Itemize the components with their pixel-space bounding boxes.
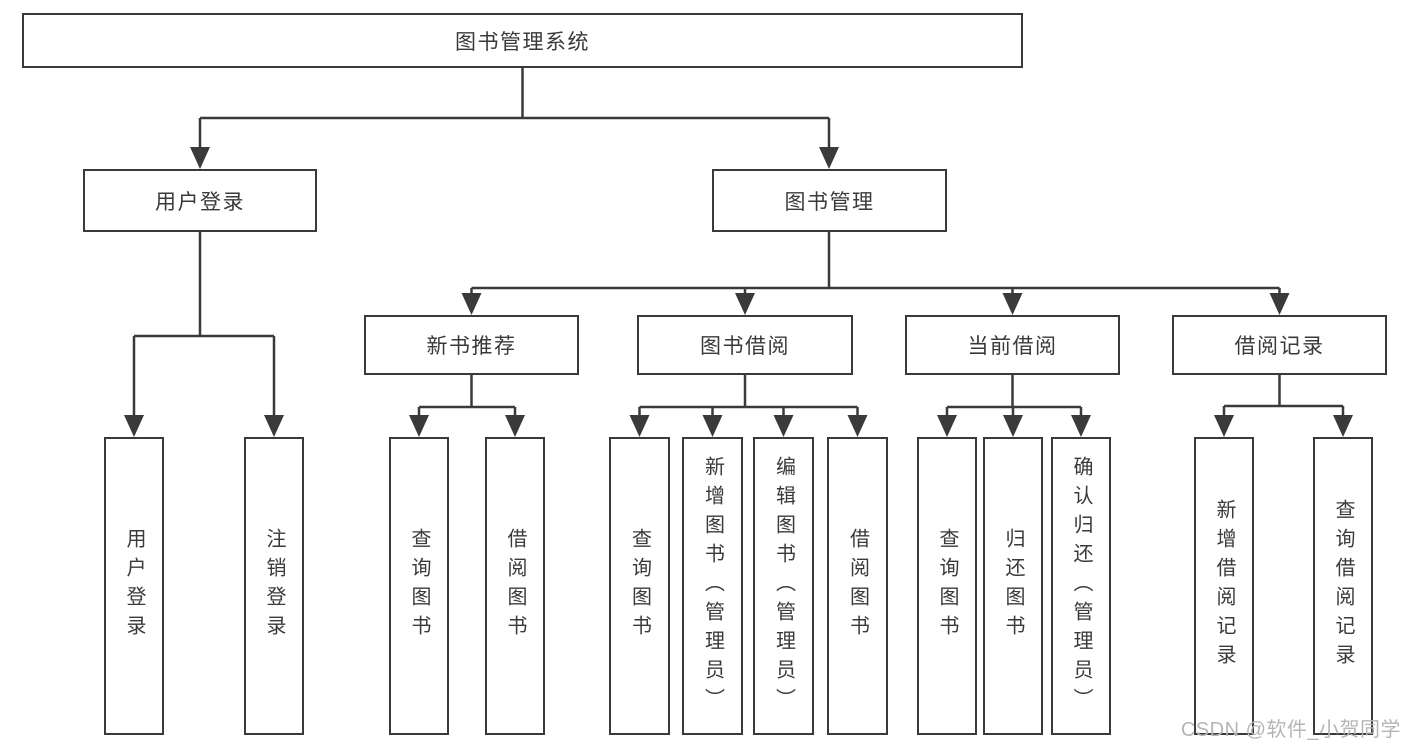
- node-borrow-records: 借阅记录: [1172, 315, 1387, 375]
- leaf-logout: 注销登录: [244, 437, 304, 735]
- connector-book-management-to-level3: [470, 232, 1281, 298]
- node-label: 新书推荐: [426, 335, 517, 358]
- connector-root-to-level2: [198, 68, 831, 150]
- arrowhead: [629, 415, 650, 437]
- node-label: 编辑图书（管理员）: [772, 455, 795, 717]
- arrowhead: [819, 147, 839, 169]
- leaf-return-books: 归还图书: [983, 437, 1043, 735]
- node-label: 借阅图书: [846, 528, 869, 644]
- node-label: 图书管理: [784, 190, 875, 214]
- csdn-watermark: CSDN @软件_小贺同学: [1180, 719, 1401, 741]
- connector-book-borrow-children: [638, 375, 859, 420]
- arrowhead: [773, 415, 794, 437]
- arrowhead: [505, 415, 525, 437]
- node-label: 用户登录: [155, 190, 245, 214]
- arrowhead: [735, 293, 755, 315]
- connector-user-login-children: [132, 232, 276, 420]
- arrowhead: [1333, 415, 1353, 437]
- leaf-user-login: 用户登录: [104, 437, 164, 735]
- arrowhead: [461, 293, 482, 315]
- connector-new-book-recommend-children: [417, 375, 517, 420]
- arrowhead: [937, 415, 957, 437]
- leaf-query-borrow-record: 查询借阅记录: [1313, 437, 1373, 735]
- connector-borrow-records-children: [1222, 375, 1345, 420]
- node-label: 注销登录: [263, 528, 285, 644]
- arrowhead: [1003, 415, 1023, 437]
- leaf-query-books-2: 查询图书: [609, 437, 670, 735]
- leaf-add-borrow-record: 新增借阅记录: [1194, 437, 1254, 735]
- arrowhead: [1002, 293, 1023, 315]
- arrowhead: [264, 415, 284, 437]
- node-book-borrow: 图书借阅: [637, 315, 853, 375]
- arrowhead: [702, 415, 723, 437]
- node-label: 图书管理系统: [455, 30, 590, 54]
- node-label: 借阅记录: [1234, 335, 1325, 358]
- node-user-login: 用户登录: [83, 169, 317, 232]
- arrowhead: [1269, 293, 1290, 315]
- arrowhead: [190, 147, 210, 169]
- arrowhead: [1071, 415, 1091, 437]
- node-label: 确认归还（管理员）: [1070, 455, 1092, 717]
- connector-current-borrow-children: [945, 375, 1083, 420]
- leaf-query-books-1: 查询图书: [389, 437, 449, 735]
- leaf-query-books-3: 查询图书: [917, 437, 977, 735]
- node-label: 查询图书: [408, 528, 430, 644]
- node-label: 查询图书: [936, 528, 958, 644]
- leaf-add-books-admin: 新增图书（管理员）: [682, 437, 743, 735]
- arrowhead: [124, 415, 144, 437]
- node-book-management: 图书管理: [712, 169, 947, 232]
- node-current-borrow: 当前借阅: [905, 315, 1120, 375]
- node-label: 查询借阅记录: [1332, 499, 1354, 673]
- node-label: 借阅图书: [504, 528, 526, 644]
- arrowhead: [847, 415, 868, 437]
- node-label: 当前借阅: [967, 335, 1058, 358]
- arrowhead: [409, 415, 429, 437]
- leaf-borrow-books-1: 借阅图书: [485, 437, 545, 735]
- node-label: 新增借阅记录: [1213, 499, 1235, 673]
- node-label: 归还图书: [1002, 528, 1024, 644]
- leaf-confirm-return-admin: 确认归还（管理员）: [1051, 437, 1111, 735]
- node-label: 新增图书（管理员）: [701, 455, 724, 717]
- leaf-borrow-books-2: 借阅图书: [827, 437, 888, 735]
- node-label: 图书借阅: [700, 335, 790, 358]
- node-label: 查询图书: [628, 528, 651, 644]
- node-label: 用户登录: [123, 528, 145, 644]
- leaf-edit-books-admin: 编辑图书（管理员）: [753, 437, 814, 735]
- node-root: 图书管理系统: [22, 13, 1023, 68]
- arrowhead: [1214, 415, 1234, 437]
- node-new-book-recommend: 新书推荐: [364, 315, 579, 375]
